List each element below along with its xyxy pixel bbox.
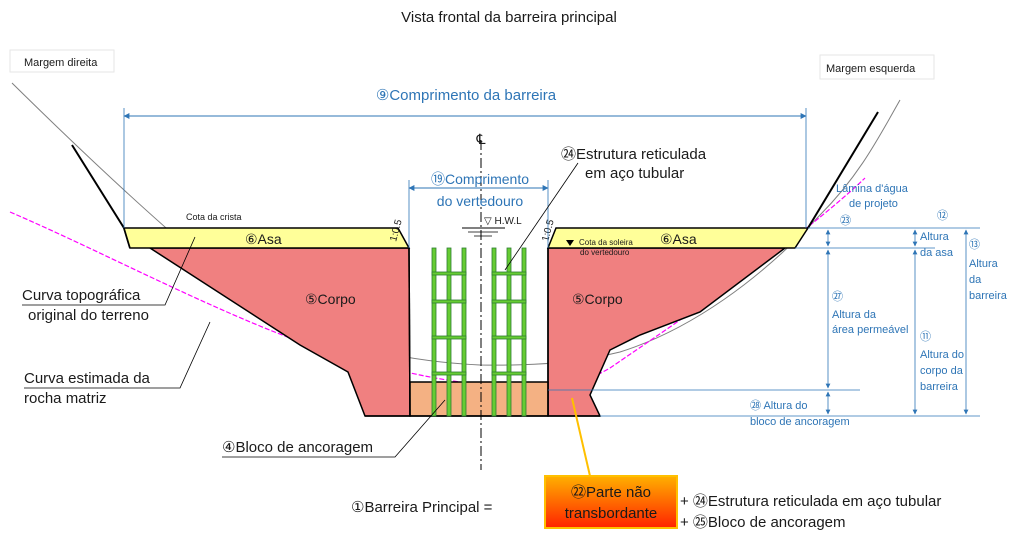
non-overflow-box [544, 475, 678, 529]
tubular-lattice [431, 247, 527, 417]
body-height-num: ⑪ [920, 330, 931, 343]
formula-lhs: ①Barreira Principal = [351, 499, 493, 516]
design-water-label-2: de projeto [849, 198, 898, 210]
formula-plus-anchor: + ㉕Bloco de ancoragem [680, 514, 846, 531]
spillway-length-label-2: do vertedouro [437, 193, 524, 209]
rock-label-2: rocha matriz [24, 390, 107, 407]
wing-height-label-2: da asa [920, 247, 954, 259]
topo-label-2: original do terreno [28, 307, 149, 324]
body-height-label-1: Altura do [920, 349, 964, 361]
left-bank-label: Margem esquerda [826, 63, 916, 75]
wing-right-label: ⑥Asa [660, 231, 697, 247]
spillway-left-wall [408, 247, 411, 417]
body-left-label: ⑤Corpo [305, 291, 356, 307]
permeable-label-1: Altura da [832, 309, 877, 321]
barrier-height-label-3: barreira [969, 290, 1008, 302]
sill-label-2: do vertedouro [580, 248, 630, 257]
barrier-height-label-2: da [969, 274, 982, 286]
centerline-symbol: ℄ [476, 131, 486, 147]
topo-label-1: Curva topográfica [22, 287, 141, 304]
left-bank-box [819, 54, 935, 80]
valley-left-slope [71, 144, 131, 249]
valley-right-slope [807, 111, 879, 229]
wing-left-label: ⑥Asa [245, 231, 282, 247]
anchor-leader [222, 399, 446, 458]
sill-label-1: Cota da soleira [579, 238, 633, 247]
barrier-height-label-1: Altura [969, 258, 999, 270]
sill-marker-icon [566, 240, 574, 246]
tubular-label-1: ㉔Estrutura reticulada [561, 146, 707, 163]
body-height-label-2: corpo da [920, 365, 964, 377]
right-bank-box [9, 49, 115, 73]
spillway-length-label-1: ⑲Comprimento [431, 171, 529, 187]
permeable-num: ㉗ [832, 290, 843, 303]
body-left [147, 247, 411, 417]
non-overflow-label-1: ㉒Parte não [571, 484, 651, 501]
right-bank-label: Margem direita [24, 57, 98, 69]
anchor-height-label-2: bloco de ancoragem [750, 416, 850, 428]
tubular-label-2: em aço tubular [585, 165, 684, 182]
body-right [547, 247, 788, 417]
body-height-label-3: barreira [920, 381, 959, 393]
permeable-label-2: área permeável [832, 324, 908, 336]
formula-plus-tubular: + ㉔Estrutura reticulada em aço tubular [680, 493, 941, 510]
anchor-height-label-1: ㉘ Altura do [750, 399, 807, 412]
wing-height-num: ⑫ [937, 209, 948, 222]
anchor-block [409, 381, 549, 417]
body-right-label: ⑤Corpo [572, 291, 623, 307]
barrier-height-num: ⑬ [969, 238, 980, 251]
tubular-leader [504, 162, 579, 271]
crest-label: Cota da crista [186, 212, 242, 222]
topo-leader [22, 236, 196, 306]
wing-height-label-1: Altura [920, 231, 950, 243]
diagram-title: Vista frontal da barreira principal [401, 9, 617, 26]
non-overflow-label-2: transbordante [565, 505, 658, 522]
barrier-length-label: ⑨Comprimento da barreira [376, 87, 557, 104]
design-water-num: ㉓ [840, 214, 851, 227]
right-dimensions [548, 227, 980, 417]
hwl-label: ▽ H.W.L [484, 216, 522, 227]
design-water-label-1: Lâmina d'água [836, 183, 909, 195]
anchor-label: ④Bloco de ancoragem [222, 439, 373, 456]
rock-leader [24, 321, 211, 389]
rock-label-1: Curva estimada da [24, 370, 151, 387]
callout-line [571, 397, 591, 477]
